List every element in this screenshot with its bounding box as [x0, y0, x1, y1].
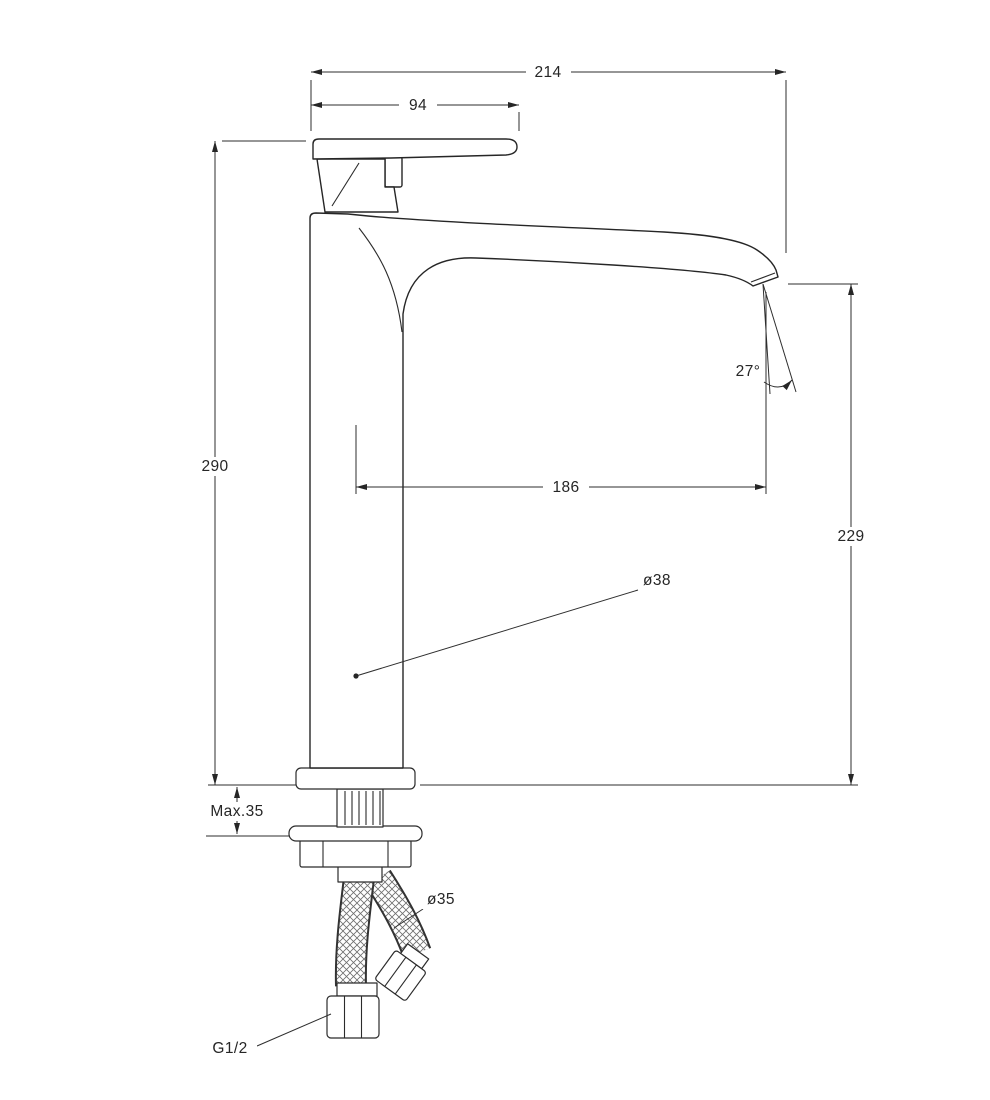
spout-shoulder-curve	[358, 227, 403, 333]
dim-outlet-angle: 27°	[736, 283, 797, 395]
dim-label-spout-reach: 186	[552, 479, 579, 496]
handle-lever	[312, 138, 518, 160]
dim-label-outlet-height: 229	[837, 528, 864, 545]
dim-body-height: 290	[192, 140, 306, 786]
dim-label-body-height: 290	[201, 458, 228, 475]
supply-hose-angled	[365, 869, 432, 1001]
dim-label-outlet-angle: 27°	[736, 363, 761, 380]
handle-skirt-accent	[331, 162, 360, 207]
dim-label-connection-thread: G1/2	[212, 1040, 247, 1057]
hose-fitting-bottom	[326, 982, 380, 1039]
faucet-figure	[288, 138, 779, 1039]
dim-label-overall-width: 214	[534, 64, 561, 81]
dim-max-deck-thickness: Max.35	[204, 787, 290, 837]
hose-connector	[337, 865, 383, 883]
dim-label-lever-length: 94	[409, 97, 427, 114]
label-connection-thread: G1/2	[203, 1013, 332, 1057]
dim-label-base-diameter: ø35	[427, 891, 455, 908]
dim-spout-reach: 186	[355, 292, 767, 497]
base-flange	[295, 767, 416, 790]
dim-label-body-diameter: ø38	[643, 572, 671, 589]
supply-hose-straight	[326, 876, 380, 1039]
threaded-shank	[336, 788, 384, 828]
label-base-diameter: ø35	[393, 890, 465, 929]
dim-overall-width: 214	[310, 63, 787, 253]
dim-label-max-deck-thickness: Max.35	[210, 803, 263, 820]
handle-rear-hub	[384, 156, 403, 188]
body-and-spout	[309, 212, 779, 769]
hose-fitting-angled	[375, 943, 430, 1001]
aerator-face	[750, 272, 776, 283]
mounting-washer	[288, 825, 423, 842]
mounting-nut	[299, 839, 412, 868]
handle-skirt	[316, 158, 399, 213]
dim-outlet-height: 229	[420, 283, 874, 786]
dim-lever-length: 94	[311, 96, 520, 131]
label-body-diameter: ø38	[353, 570, 680, 679]
